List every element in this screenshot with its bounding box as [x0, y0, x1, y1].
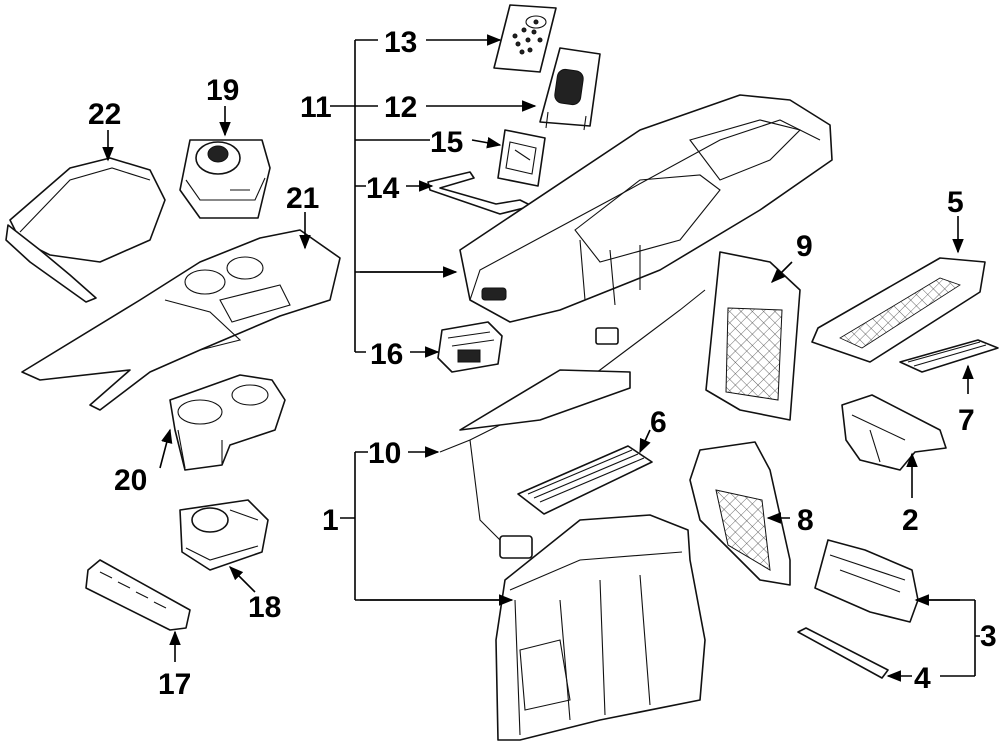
part-14-trim-strip [427, 171, 533, 215]
part-15-bracket [497, 129, 546, 187]
callout-22: 22 [88, 98, 121, 131]
part-17-switch-panel [85, 559, 191, 631]
part-20-cup-holder [169, 374, 286, 471]
callout-7: 7 [958, 404, 975, 437]
part-4-clip [797, 627, 889, 679]
part-12-tray-insert [539, 47, 601, 131]
callout-3: 3 [980, 620, 997, 653]
part-3-side-bracket [814, 539, 919, 623]
callout-10: 10 [368, 437, 401, 470]
callout-6: 6 [650, 406, 667, 439]
leader-lines [102, 34, 980, 682]
part-13-cover-plate [493, 4, 557, 73]
callout-18: 18 [248, 591, 281, 624]
callout-13: 13 [384, 26, 417, 59]
part-16-switch-module [437, 321, 503, 373]
callout-4: 4 [914, 662, 931, 695]
part-9-rear-panel [705, 251, 801, 421]
callout-5: 5 [947, 186, 964, 219]
callout-17: 17 [158, 668, 191, 701]
callout-labels: 13 12 11 15 14 16 10 1 22 19 21 20 18 17… [88, 26, 997, 701]
part-11-console-housing [459, 94, 833, 323]
callout-1: 1 [322, 504, 339, 537]
callout-2: 2 [902, 504, 919, 537]
part-6-storage-mat [517, 445, 653, 515]
part-7-mat [899, 339, 999, 373]
callout-16: 16 [370, 338, 403, 371]
callout-9: 9 [796, 230, 813, 263]
part-1-console-frame [495, 514, 706, 741]
part-22-armrest-lid [5, 157, 166, 303]
part-8-side-panel [689, 441, 791, 586]
callout-15: 15 [430, 126, 463, 159]
callout-20: 20 [114, 464, 147, 497]
part-5-trim-strip [811, 257, 986, 363]
callout-8: 8 [797, 504, 814, 537]
callout-12: 12 [384, 91, 417, 124]
part-2-bracket [841, 394, 947, 471]
part-10-wiring-harness [439, 289, 706, 559]
part-19-gear-selector [179, 139, 271, 219]
part-21-trim-panel [21, 229, 341, 411]
callout-21: 21 [286, 182, 319, 215]
callout-19: 19 [206, 74, 239, 107]
callout-14: 14 [366, 172, 400, 205]
part-18-control-unit [179, 499, 269, 571]
callout-11: 11 [300, 91, 332, 124]
